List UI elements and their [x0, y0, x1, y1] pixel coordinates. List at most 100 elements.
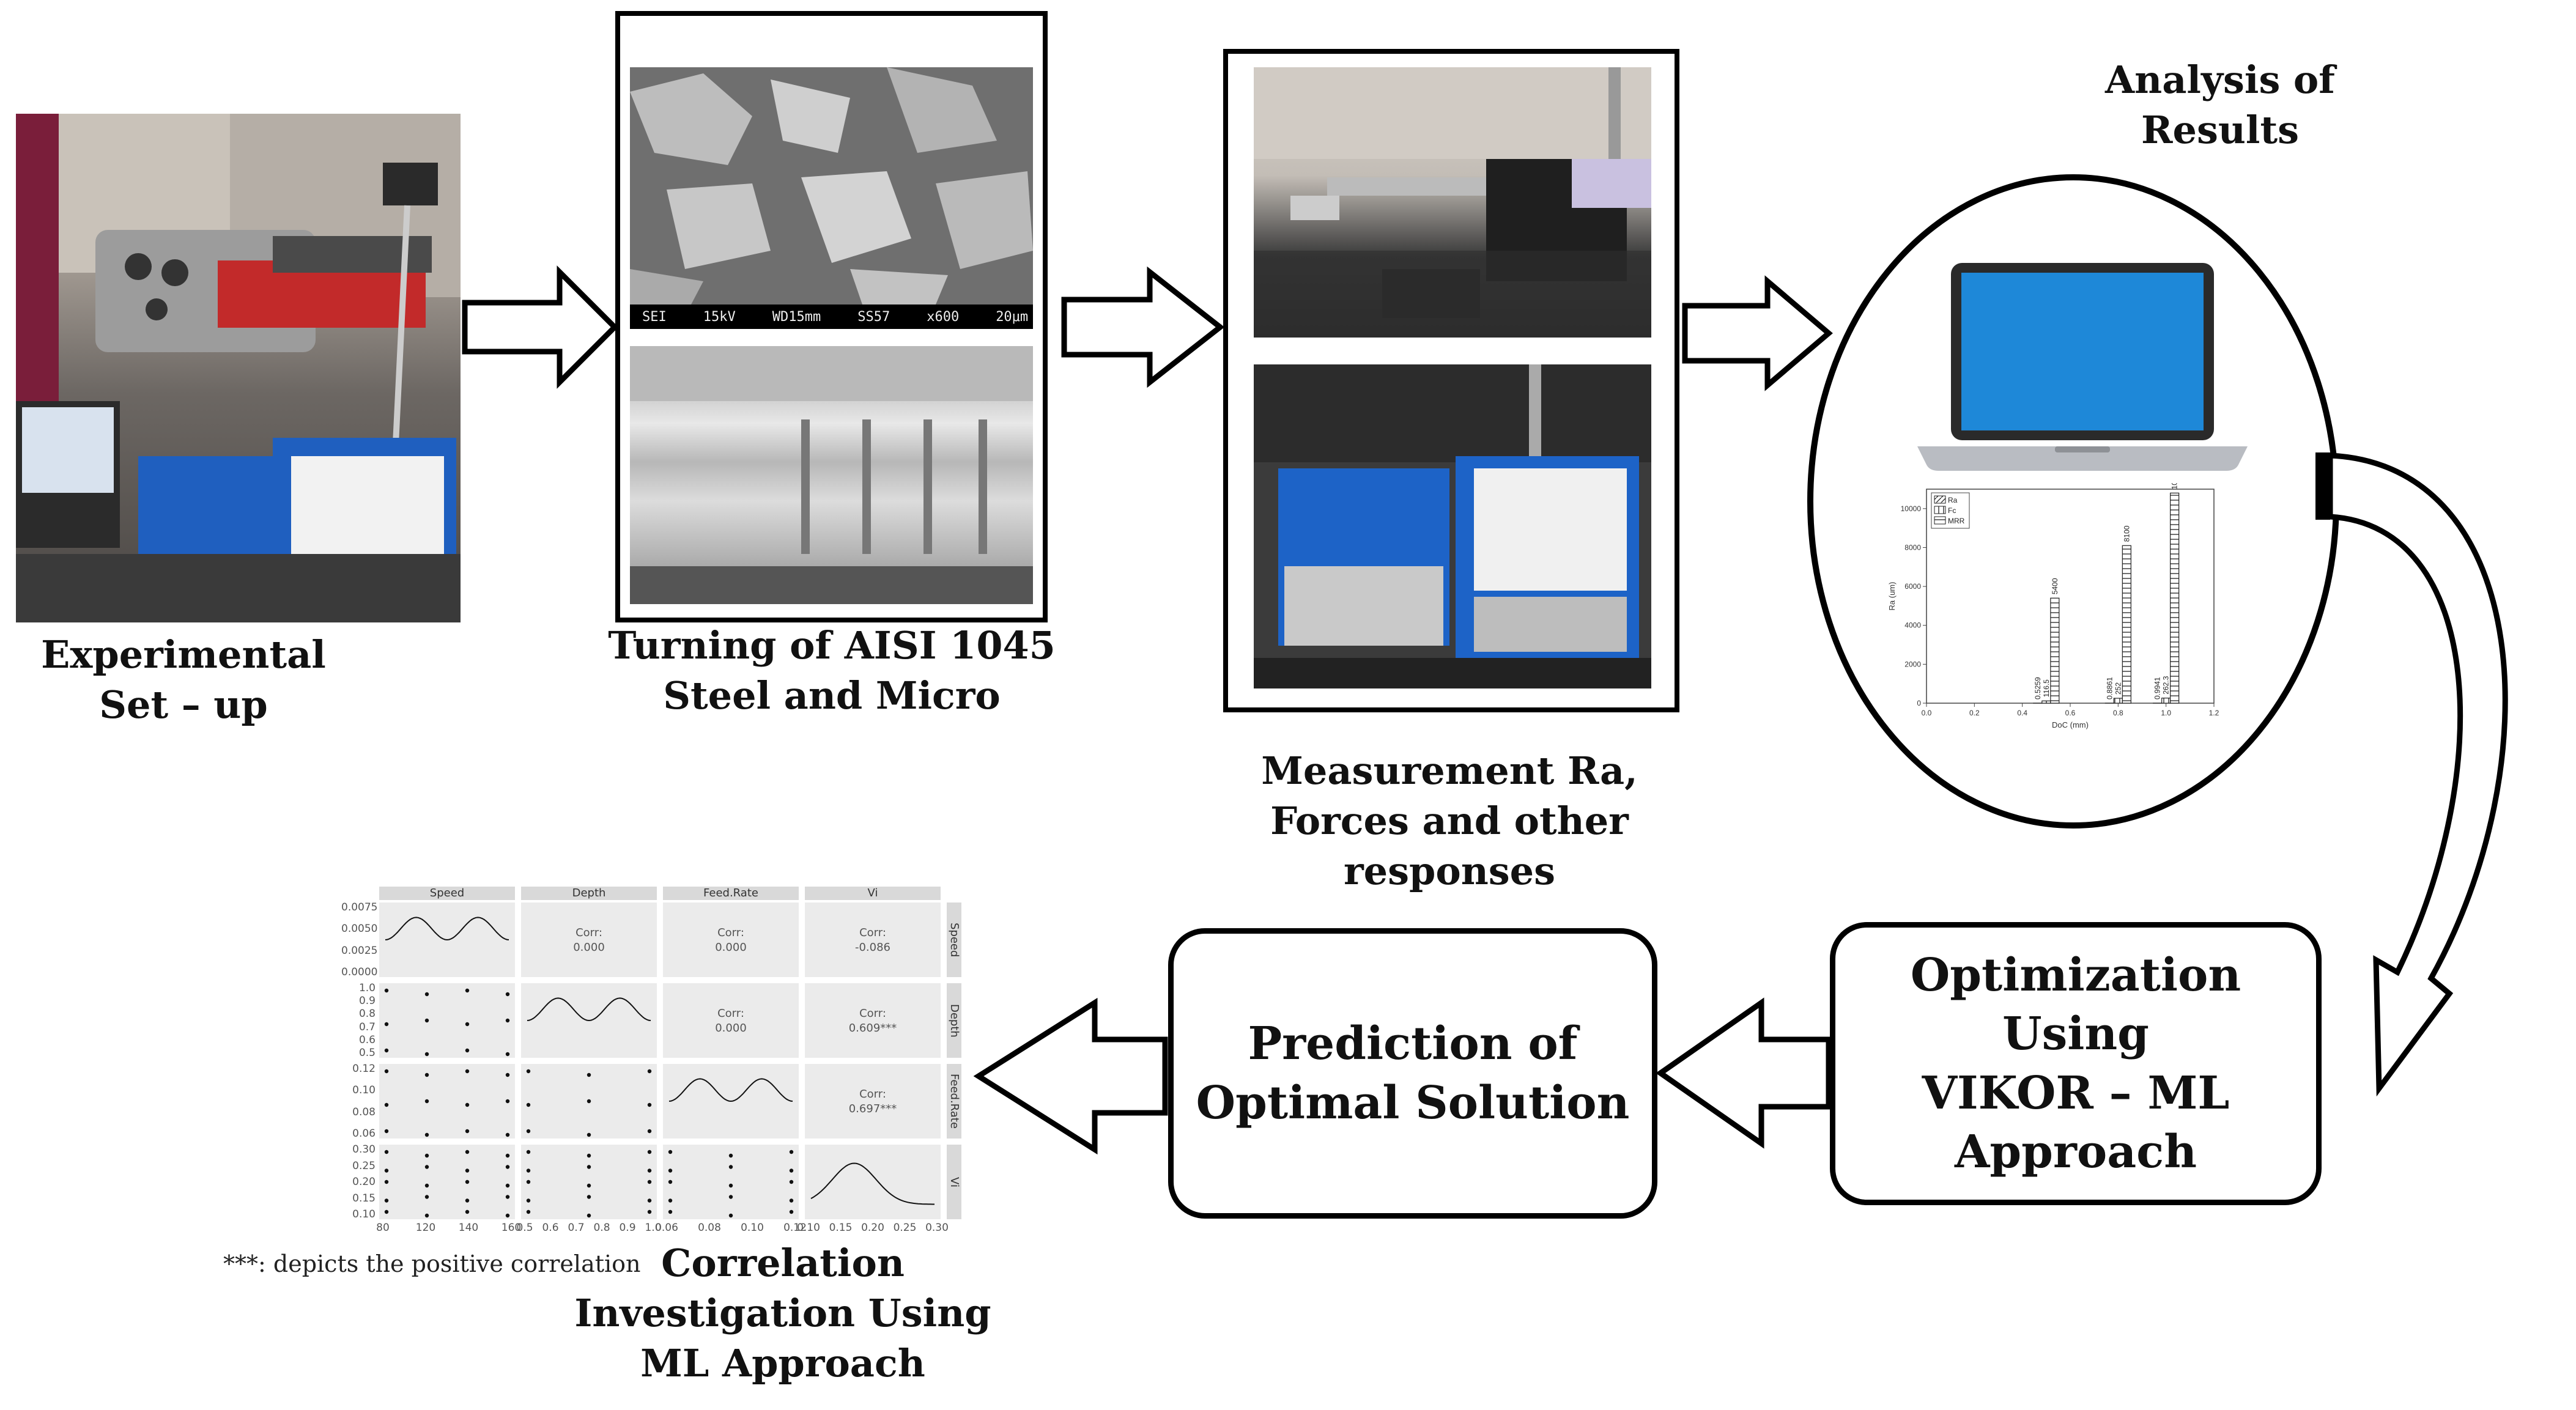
row-tick-label: 0.10 — [352, 1208, 376, 1220]
scatter-point — [384, 1022, 389, 1027]
col-tick-label: 140 — [458, 1222, 479, 1234]
matrix-cell: Corr:0.000 — [521, 902, 657, 977]
cell-plot — [668, 1150, 794, 1218]
col-tick-label: 0.15 — [829, 1222, 853, 1234]
row-tick-label: 0.0050 — [341, 923, 378, 936]
scatter-point — [384, 1102, 389, 1107]
measurement-label-line3: responses — [1343, 848, 1556, 893]
col-tick-label: 0.5 — [516, 1222, 533, 1234]
col-tick-label: 0.25 — [893, 1222, 917, 1234]
column-strip: Vi — [805, 887, 941, 900]
sem-info-bar: SEI 15kV WD15mm SS57 x600 20μm — [630, 305, 1033, 329]
row-strip: Feed.Rate — [947, 1064, 961, 1139]
cell-plot — [384, 1069, 510, 1137]
corr-value: 0.697*** — [849, 1102, 897, 1115]
scatter-point — [505, 1099, 510, 1104]
corr-label: Corr: — [859, 1088, 886, 1101]
scatter-point — [647, 1198, 652, 1203]
measurement-label: Measurement Ra, Forces and other respons… — [1168, 746, 1731, 896]
scatter-point — [526, 1102, 531, 1107]
y-tick-label: 6000 — [1904, 582, 1921, 591]
row-tick-label: 1.0 — [358, 982, 376, 994]
row-tick-label: 0.06 — [352, 1128, 376, 1140]
matrix-cell — [663, 1145, 799, 1219]
bar-data-label: 5400 — [2051, 578, 2059, 594]
density-curve — [668, 1078, 793, 1102]
scatter-point — [526, 1198, 531, 1203]
scatter-point — [465, 1179, 470, 1184]
cell-plot: Corr:0.000 — [573, 926, 605, 954]
correlation-label-line1: Correlation — [661, 1241, 905, 1285]
row-tick-label: 0.25 — [352, 1159, 376, 1172]
scatter-point — [789, 1168, 794, 1173]
row-tick-label: 0.12 — [352, 1063, 376, 1075]
cell-plot — [526, 1069, 652, 1137]
bar-mrr — [2122, 545, 2131, 704]
measurement-label-line2: Forces and other — [1270, 798, 1629, 843]
col-tick-label: 80 — [376, 1222, 390, 1234]
scatter-point — [424, 1132, 429, 1137]
bar-data-label: 8100 — [2122, 525, 2131, 542]
x-tick-label: 0.4 — [2017, 709, 2027, 717]
y-tick-label: 10000 — [1901, 504, 1922, 513]
scatter-point — [424, 1018, 429, 1023]
sem-scale: 20μm — [996, 309, 1029, 325]
scatter-point — [424, 1165, 429, 1169]
bar-data-label: 262.3 — [2162, 676, 2171, 694]
cell-plot: Corr:0.697*** — [849, 1088, 897, 1115]
bar-mrr — [2050, 597, 2060, 704]
scatter-point — [465, 1198, 470, 1203]
col-tick-label: 0.8 — [593, 1222, 610, 1234]
scatter-point — [526, 1179, 531, 1184]
scatter-point — [647, 1102, 652, 1107]
row-tick-label: 0.15 — [352, 1192, 376, 1205]
laptop-icon — [1917, 263, 2248, 471]
corr-value: -0.086 — [855, 941, 890, 954]
scatter-point — [465, 1168, 470, 1173]
scatter-point — [526, 1150, 531, 1154]
corr-value: 0.609*** — [849, 1022, 897, 1035]
arrow-turning-to-measurement — [1061, 266, 1225, 388]
scatter-point — [647, 1179, 652, 1184]
setup-label-line2: Set – up — [99, 682, 268, 727]
col-tick-label: 0.20 — [861, 1222, 884, 1234]
prediction-label-line2: Optimal Solution — [1196, 1076, 1630, 1129]
scatter-point — [424, 1153, 429, 1158]
bar-data-label: 10800 — [2171, 483, 2179, 489]
scatter-point — [668, 1150, 673, 1154]
x-tick-label: 0.8 — [2113, 709, 2123, 717]
scatter-point — [424, 1195, 429, 1199]
matrix-cell — [379, 1145, 515, 1219]
arrow-setup-to-turning — [462, 265, 619, 389]
setup-photo-illustration — [16, 114, 461, 622]
corr-label: Corr: — [717, 1007, 744, 1020]
row-strip: Speed — [947, 902, 961, 977]
scatter-point — [505, 1183, 510, 1188]
optimization-box: Optimization Using VIKOR – ML Approach — [1830, 922, 2322, 1205]
column-strip: Depth — [521, 887, 657, 900]
scatter-point — [465, 1022, 470, 1027]
density-curve — [527, 997, 651, 1022]
setup-label: Experimental Set – up — [18, 630, 349, 730]
turned-shaft-photo — [630, 346, 1033, 604]
scatter-point — [505, 1153, 510, 1158]
scatter-point — [424, 992, 429, 997]
profilometer-photo — [1254, 67, 1651, 338]
scatter-point — [384, 1150, 389, 1154]
scatter-point — [587, 1153, 591, 1158]
analysis-label-line1: Analysis of — [2105, 57, 2335, 102]
y-tick-label: 2000 — [1904, 660, 1921, 668]
corr-value: 0.000 — [573, 941, 605, 954]
prediction-label-line1: Prediction of — [1248, 1017, 1578, 1071]
cell-plot — [526, 1150, 652, 1218]
scatter-point — [505, 1052, 510, 1057]
row-tick-label: 0.0000 — [341, 966, 378, 978]
col-tick-label: 0.30 — [925, 1222, 949, 1234]
measurement-label-line1: Measurement Ra, — [1261, 748, 1638, 793]
sem-wd: WD15mm — [772, 309, 821, 325]
bar-mrr — [2170, 492, 2180, 704]
col-tick-label: 0.06 — [655, 1222, 678, 1234]
scatter-point — [587, 1183, 591, 1188]
matrix-cell — [379, 902, 515, 977]
